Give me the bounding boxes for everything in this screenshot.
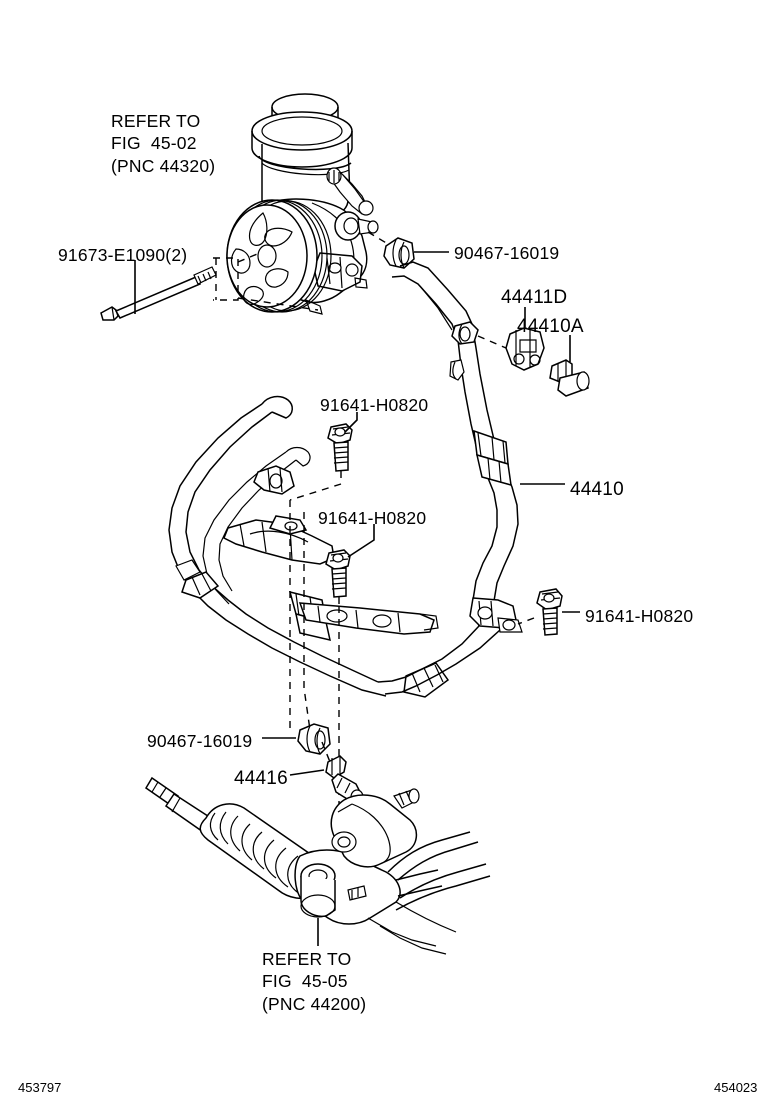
part-label-91673-e1090: 91673-E1090(2) [58,245,188,265]
return-hose-bracket-ear [268,515,308,535]
part-label-44411d: 44411D [501,287,568,308]
tube-hose-joint-sleeve [473,429,512,487]
pump-fittings [313,211,379,292]
tube-bracket-tab-second [449,359,465,381]
part-label-90467-16019-lower: 90467-16019 [147,731,253,751]
part-label-44416: 44416 [234,768,288,789]
tube-clamp-bracket [477,307,545,371]
clamp-bolt-upper [289,412,358,501]
steering-gear-assembly [144,776,491,955]
bolt-assembly-guide-upper [213,251,319,311]
tube-bracket-tab-upper [451,321,479,345]
part-label-44410a: 44410A [517,316,584,337]
part-label-90467-16019-upper: 90467-16019 [454,243,560,263]
return-tube-union-fitting [289,741,364,805]
gear-outlet-tubes [367,831,491,955]
bellows-boot [199,803,326,900]
reference-label-fig-45-02: REFER TO FIG 45-02 (PNC 44320) [111,111,216,176]
return-hose-support-bracket [298,602,439,635]
hose-fitting-block [253,465,295,495]
pump-mounting-bolt [100,260,217,321]
tube-clamp-bolt [549,335,590,397]
reference-label-fig-45-05: REFER TO FIG 45-05 (PNC 44200) [262,949,367,1014]
part-label-44410: 44410 [570,479,624,500]
return-hose-ferrule [175,559,220,599]
clamp-bolt-lower [517,588,580,636]
part-label-91641-h0820-middle: 91641-H0820 [318,508,427,528]
footer-left-id: 453797 [18,1080,62,1095]
part-label-91641-h0820-lower: 91641-H0820 [585,606,694,626]
footer-right-id: 454023 [714,1080,758,1095]
return-hose [168,395,439,697]
gear-housing [294,788,420,925]
power-steering-pump-assembly [226,93,379,315]
hose-clip-lower [262,723,331,755]
reservoir-feed-pipe [326,167,374,216]
pressure-feed-tube-assembly [377,261,565,698]
pump-pulley [226,199,332,313]
pump-mount-ear [304,298,323,315]
tube-clamp-lower [469,597,523,633]
clamp-bolt-middle [325,524,375,606]
part-label-91641-h0820-upper: 91641-H0820 [320,395,429,415]
